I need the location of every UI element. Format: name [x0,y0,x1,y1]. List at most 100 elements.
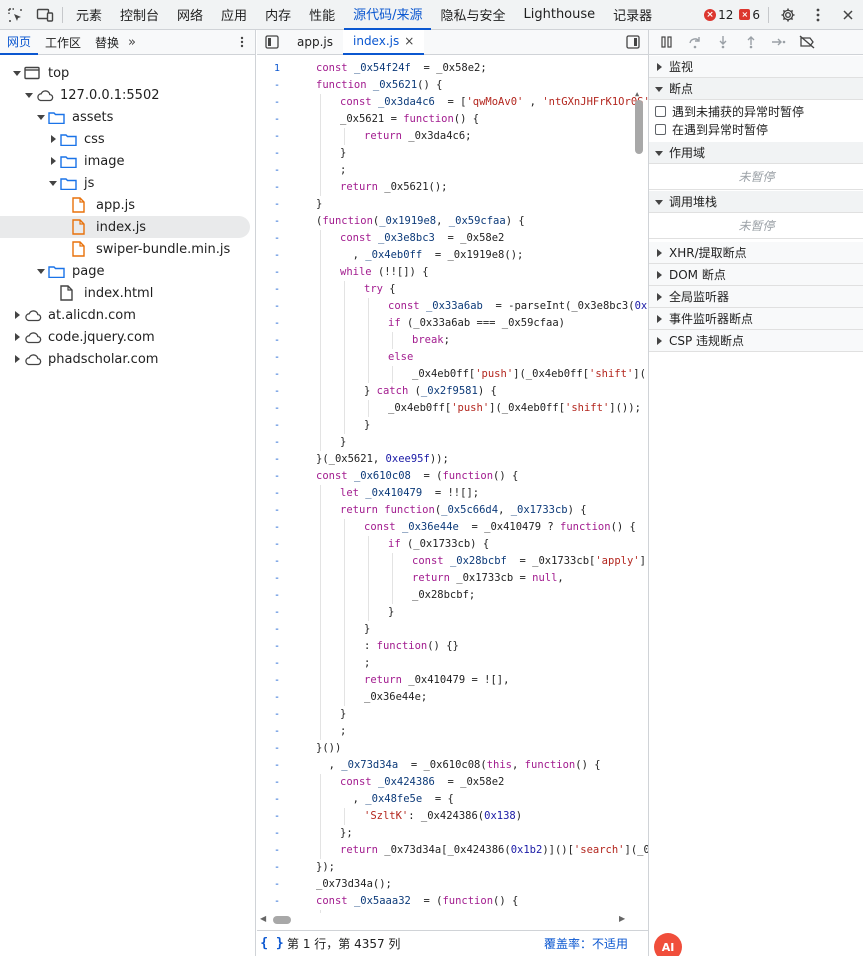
tree-item[interactable]: css [0,128,250,150]
expand-arrow-icon[interactable] [10,69,24,77]
pretty-print-icon[interactable]: { } [260,936,284,951]
line-number[interactable]: - [273,607,281,618]
section-header-4[interactable]: XHR/提取断点 [649,242,863,264]
line-number[interactable]: - [273,709,281,720]
settings-gear-icon[interactable] [773,0,803,30]
expand-arrow-icon[interactable] [46,179,60,187]
line-number[interactable]: - [273,777,281,788]
tree-item[interactable]: image [0,150,250,172]
line-number[interactable]: - [273,624,281,635]
coverage-status[interactable]: 覆盖率：不适用 [543,937,628,951]
panel-tab-0[interactable]: 元素 [76,9,103,24]
tab-workspace[interactable]: 工作区 [45,35,82,50]
ai-assistant-button[interactable]: AI [654,933,682,956]
deactivate-breakpoints-icon[interactable] [793,30,821,55]
line-number[interactable]: - [273,148,281,159]
line-number[interactable]: - [273,97,281,108]
line-number[interactable]: - [273,114,281,125]
panel-tab-1[interactable]: 控制台 [120,9,160,24]
close-tab-icon[interactable]: × [404,34,415,48]
toggle-navigator-icon[interactable] [257,30,287,55]
line-number[interactable]: - [273,420,281,431]
toggle-debugger-icon[interactable] [618,30,648,55]
line-number[interactable]: - [273,369,281,380]
line-number[interactable]: - [273,828,281,839]
line-number[interactable]: - [273,573,281,584]
line-number[interactable]: - [273,488,281,499]
warning-badge[interactable]: × 6 [739,8,760,22]
editor-tab-index-js[interactable]: index.js × [343,29,425,55]
scroll-left-arrow-icon[interactable]: ◀ [260,914,267,923]
line-number[interactable]: - [273,539,281,550]
step-out-icon[interactable] [737,30,765,55]
line-number[interactable]: - [273,556,281,567]
horizontal-scrollbar-thumb[interactable] [273,916,291,924]
line-number[interactable]: - [273,165,281,176]
line-number[interactable]: - [273,522,281,533]
line-number[interactable]: - [273,471,281,482]
more-options-icon[interactable] [803,0,833,30]
collapse-arrow-icon[interactable] [46,157,60,165]
line-number[interactable]: - [273,675,281,686]
device-toolbar-icon[interactable] [30,0,60,30]
error-badge[interactable]: × 12 [704,8,733,22]
tree-item[interactable]: js [0,172,250,194]
line-number[interactable]: - [273,182,281,193]
tree-item[interactable]: index.js [0,216,250,238]
collapse-arrow-icon[interactable] [10,355,24,363]
section-header-8[interactable]: CSP 违规断点 [649,330,863,352]
line-number[interactable]: - [273,760,281,771]
line-number[interactable]: - [273,199,281,210]
tree-item[interactable]: swiper-bundle.min.js [0,238,250,260]
line-number[interactable]: - [273,845,281,856]
expand-arrow-icon[interactable] [34,267,48,275]
line-number[interactable]: - [273,318,281,329]
section-header-6[interactable]: 全局监听器 [649,286,863,308]
tree-item[interactable]: code.jquery.com [0,326,250,348]
panel-tab-7[interactable]: 隐私与安全 [440,9,506,24]
checkbox[interactable] [655,105,666,117]
tab-page[interactable]: 网页 [0,30,39,55]
expand-arrow-icon[interactable] [34,113,48,121]
scroll-up-arrow-icon[interactable]: ▲ [635,90,640,98]
tree-item[interactable]: 127.0.0.1:5502 [0,84,250,106]
line-number[interactable]: - [273,692,281,703]
panel-tab-6[interactable]: 源代码/来源 [344,0,432,30]
tree-item[interactable]: at.alicdn.com [0,304,250,326]
line-number[interactable]: - [273,811,281,822]
line-number[interactable]: - [273,437,281,448]
panel-tab-8[interactable]: Lighthouse [523,7,596,22]
line-number[interactable]: - [273,233,281,244]
line-number[interactable]: - [273,80,281,91]
section-header-2[interactable]: 作用域 [649,142,863,164]
line-number[interactable]: - [273,658,281,669]
collapse-arrow-icon[interactable] [10,333,24,341]
step-icon[interactable] [765,30,793,55]
line-number[interactable]: - [273,879,281,890]
panel-tab-9[interactable]: 记录器 [613,9,653,24]
tab-overrides[interactable]: 替换 [95,35,120,50]
pause-resume-icon[interactable] [653,30,681,55]
line-number[interactable]: - [273,590,281,601]
line-number[interactable]: - [273,862,281,873]
line-number[interactable]: - [273,216,281,227]
line-number[interactable]: - [273,454,281,465]
collapse-arrow-icon[interactable] [46,135,60,143]
line-number[interactable]: - [273,267,281,278]
line-number[interactable]: - [273,352,281,363]
collapse-arrow-icon[interactable] [10,311,24,319]
line-number[interactable]: - [273,301,281,312]
vertical-scrollbar[interactable] [635,100,643,154]
tree-item[interactable]: index.html [0,282,250,304]
tree-item[interactable]: phadscholar.com [0,348,250,370]
panel-tab-2[interactable]: 网络 [177,9,204,24]
section-header-3[interactable]: 调用堆栈 [649,191,863,213]
breakpoint-option[interactable]: 遇到未捕获的异常时暂停 [649,102,863,120]
checkbox[interactable] [655,123,666,135]
section-header-5[interactable]: DOM 断点 [649,264,863,286]
line-number[interactable]: - [273,743,281,754]
more-tabs-chevron-icon[interactable]: » [128,34,137,50]
line-number[interactable]: - [273,794,281,805]
tree-item[interactable]: page [0,260,250,282]
